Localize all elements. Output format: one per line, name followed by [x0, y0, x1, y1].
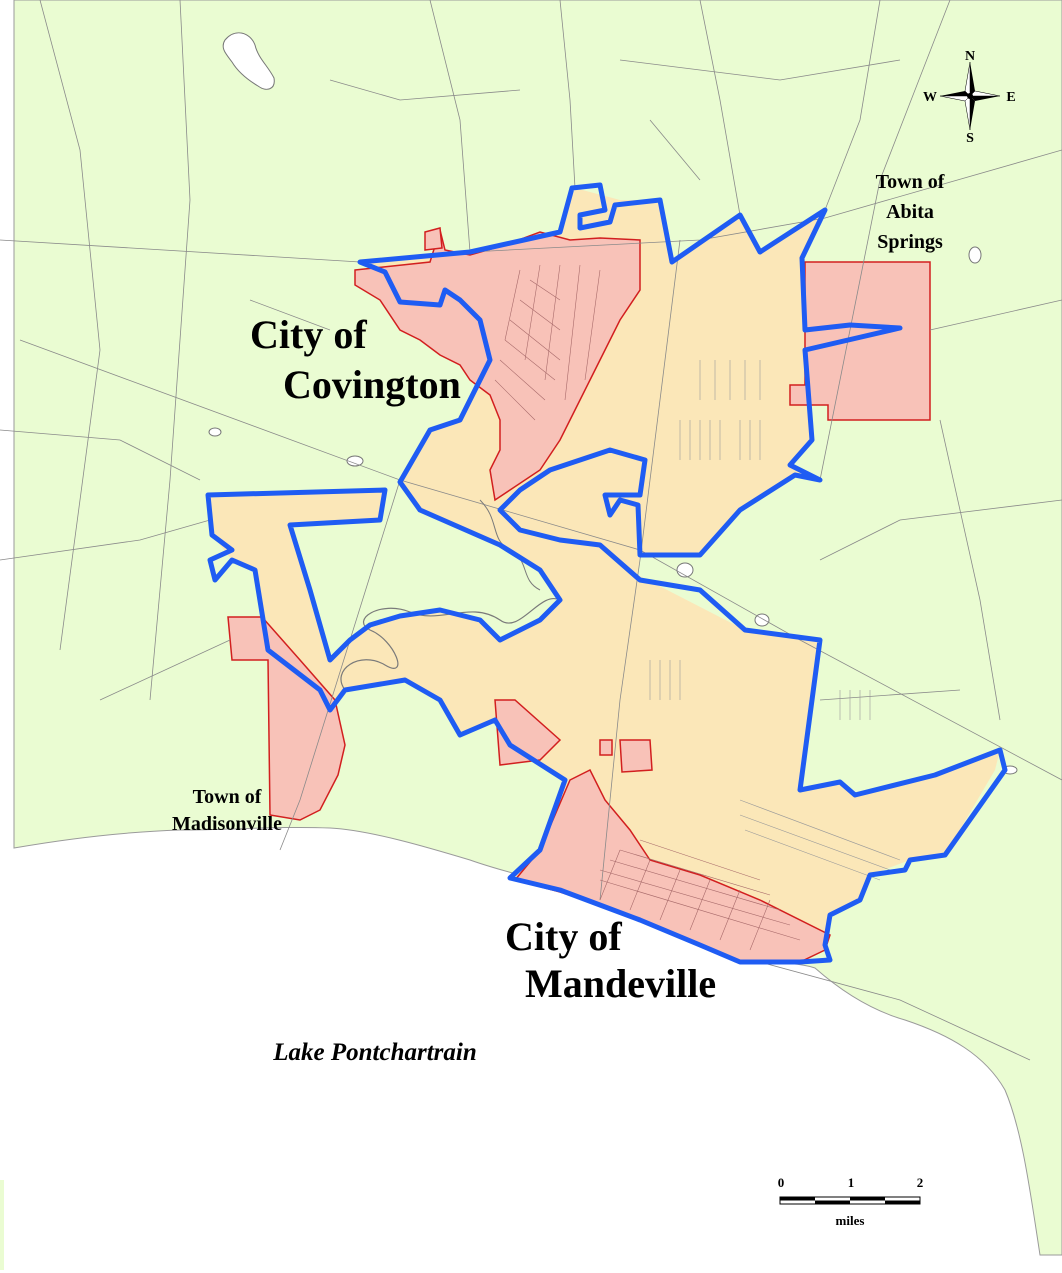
abita-springs-town-limits [789, 261, 931, 421]
scale-tick-1: 1 [848, 1175, 855, 1190]
pond [222, 32, 275, 90]
scale-tick-0: 0 [778, 1175, 785, 1190]
compass-rose-icon [939, 61, 1001, 131]
compass-north-label: N [965, 49, 975, 64]
mandeville-label-line2: Mandeville [525, 961, 716, 1006]
compass-west-label: W [923, 90, 937, 105]
street-grid [494, 264, 801, 951]
compass-south-label: S [966, 131, 974, 146]
street-grid [649, 360, 901, 881]
abita-label-line2: Abita [886, 201, 934, 223]
scale-bar [779, 1196, 921, 1205]
covington-city-limits [354, 227, 641, 502]
covington-label-line1: City of [250, 312, 367, 357]
river [340, 597, 561, 691]
scale-unit-label: miles [836, 1213, 865, 1228]
madisonville-label-line2: Madisonville [172, 813, 282, 835]
land-left-strip [0, 1180, 4, 1270]
compass-east-label: E [1006, 90, 1015, 105]
abita-label-line3: Springs [877, 231, 943, 253]
mandeville-label-line1: City of [505, 914, 622, 959]
study-area-boundary [205, 182, 1008, 965]
madisonville-town-limits [227, 616, 346, 821]
pond [346, 455, 364, 467]
madisonville-label-line1: Town of [193, 786, 262, 808]
pond [968, 246, 982, 264]
covington-label-line2: Covington [283, 362, 461, 407]
abita-label-line1: Town of [876, 171, 945, 193]
scale-tick-2: 2 [917, 1175, 924, 1190]
pond [208, 427, 222, 437]
lake-pontchartrain-label: Lake Pontchartrain [272, 1039, 477, 1066]
